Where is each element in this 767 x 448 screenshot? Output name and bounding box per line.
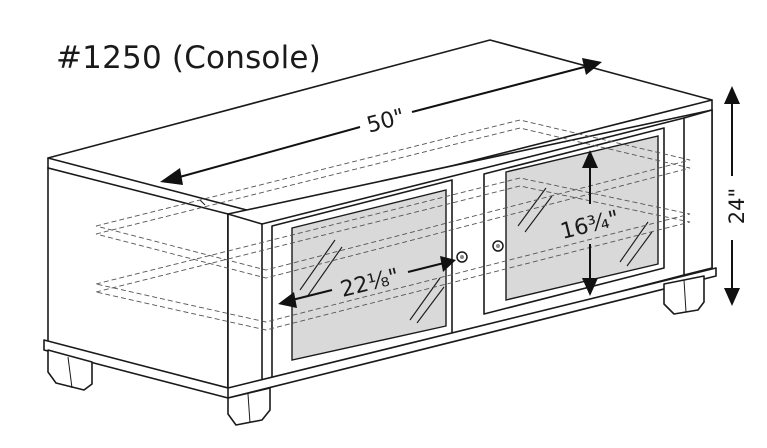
hidden-shelves	[95, 119, 691, 331]
door-width-arrow	[278, 256, 456, 308]
diagram-title: #1250 (Console)	[56, 40, 321, 76]
height-arrow	[724, 86, 740, 306]
left-glass-door	[271, 179, 453, 385]
door-knobs	[456, 240, 504, 263]
width-arrow	[160, 58, 602, 185]
height-label: 24"	[725, 188, 749, 224]
left-door-glass	[291, 189, 447, 361]
console-base	[43, 267, 717, 399]
console-feet	[47, 275, 705, 426]
foot-right	[663, 275, 705, 315]
door-height-arrow	[582, 150, 598, 296]
